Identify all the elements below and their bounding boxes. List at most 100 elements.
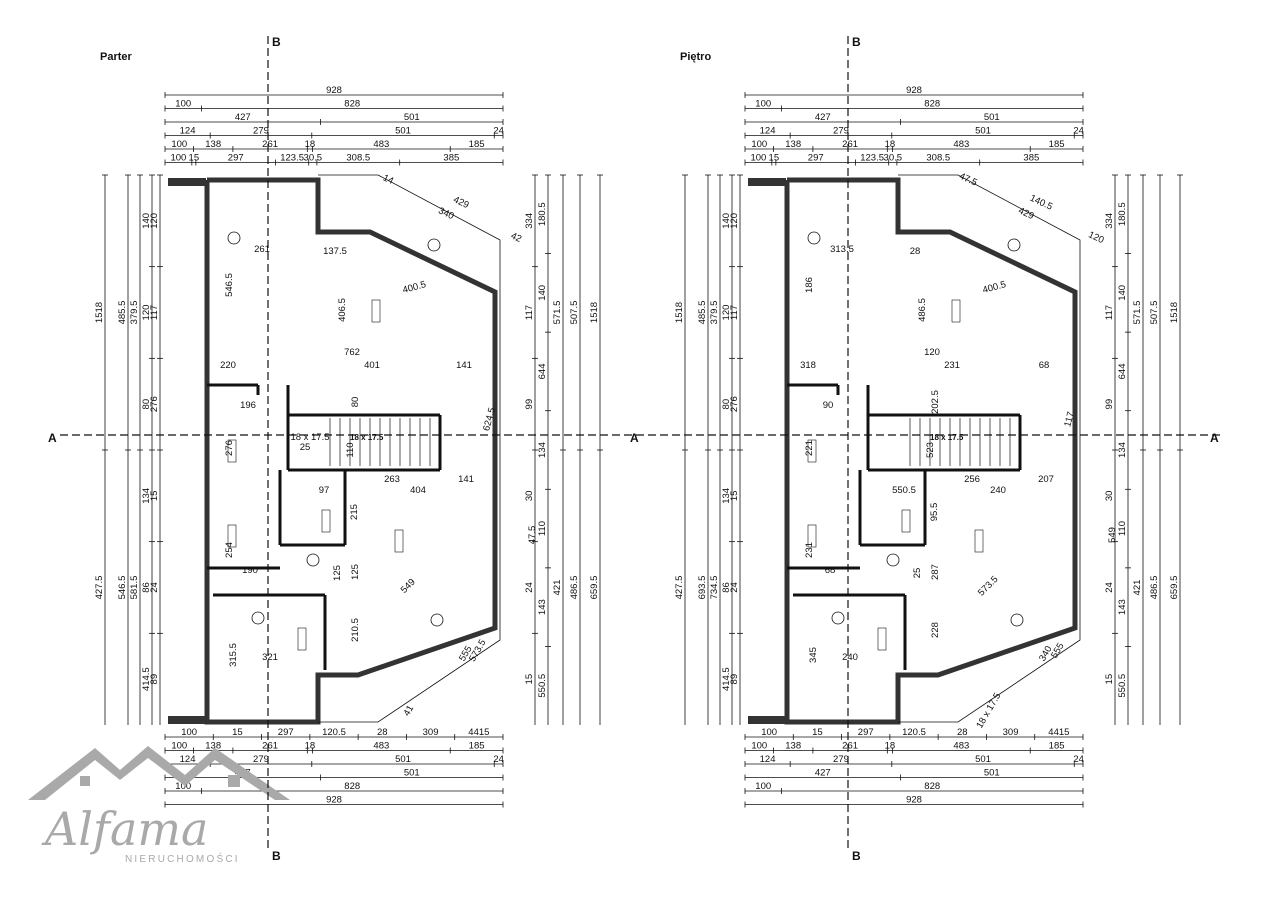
dimension-label: 427 [815,112,831,123]
dimension-label: 100 [751,139,767,150]
dimension-label: 659.5 [589,576,600,600]
plan-dimension-label: 215 [349,504,360,520]
plan-dimension-label: 287 [930,564,941,580]
exterior-wall [204,177,498,725]
section-label-a: A [1210,431,1219,445]
room-tag [807,524,817,548]
dimension-label: 100 [750,153,766,164]
dimension-label: 15 [189,153,200,164]
dimension-label: 828 [924,781,940,792]
plan-dimension-label: 47.5 [527,526,538,545]
dimension-label: 550.5 [537,674,548,698]
plan-dimension-label: 25 [912,568,923,579]
dimension-label: 734.5 [709,576,720,600]
room-tag [371,299,381,323]
dimension-label: 30.5 [884,153,903,164]
dimension-label: 928 [906,85,922,96]
plan-dimension-label: 231 [804,542,815,558]
marker-circle [427,238,441,252]
dimension-label: 100 [761,727,777,738]
dimension-label: 120.5 [322,727,346,738]
dimension-label: 501 [395,126,411,137]
dimension-label: 276 [149,396,160,412]
floor-title: Piętro [680,51,711,63]
dimension-label: 120 [149,213,160,229]
dimension-label: 644 [537,363,548,379]
plan-dimension-label: 240 [842,652,858,663]
dimension-label: 828 [344,99,360,110]
dimension-label: 427 [235,112,251,123]
dimension-label: 18 [305,741,316,752]
dimension-label: 180.5 [1117,202,1128,226]
plan-dimension-label: 404 [410,485,426,496]
dimension-label: 124 [180,126,196,137]
plan-dimension-label: 762 [344,347,360,358]
plan-dimension-label: 202.5 [930,390,941,414]
plan-dimension-label: 25 [300,442,311,453]
dimension-label: 501 [404,768,420,779]
dimension-label: 279 [253,754,269,765]
wall-stub [748,178,786,186]
dimension-label: 483 [953,139,969,150]
room-tag [877,627,887,651]
plan-dimension-label: 137.5 [323,246,347,257]
section-label-a: A [630,431,639,445]
plan-dimension-label: 549 [1107,527,1118,543]
plan-dimension-label: 261 [254,244,270,255]
logo-brand: Alfama [41,802,208,856]
dimension-label: 546.5 [117,576,128,600]
dimension-label: 483 [373,139,389,150]
dimension-label: 120.5 [902,727,926,738]
dimension-label: 507.5 [1149,301,1160,325]
dimension-label: 308.5 [926,153,950,164]
plan-dimension-label: 18 x 17.5 [974,691,1003,730]
logo-subtitle: NIERUCHOMOŚCI [125,852,240,865]
plan-dimension-label: 318 [800,360,816,371]
dimension-label: 334 [524,213,535,229]
dimension-label: 486.5 [1149,576,1160,600]
dimension-label: 140 [537,285,548,301]
dimension-label: 80 [721,399,732,410]
dimension-label: 143 [537,599,548,615]
dimension-label: 414.5 [721,667,732,691]
dimension-label: 140 [141,213,152,229]
logo: Alfama NIERUCHOMOŚCI [28,746,290,865]
marker-circle [831,611,845,625]
dimension-label: 138 [205,741,221,752]
room-tag [227,439,237,463]
room-tag [297,627,307,651]
plan-dimension-label: 555 [1049,641,1066,660]
dimension-label: 24 [729,582,740,593]
dimension-label: 485.5 [117,301,128,325]
plan-dimension-label: 221 [804,440,815,456]
plan-dimension-label: 120 [924,347,940,358]
plan-dimension-label: 313.5 [830,244,854,255]
dimension-label: 483 [373,741,389,752]
dimension-label: 279 [253,126,269,137]
plan-dimension-label: 406.5 [337,298,348,322]
dimension-label: 124 [760,126,776,137]
dimension-label: 143 [1117,599,1128,615]
dimension-label: 1518 [589,302,600,323]
dimension-label: 100 [175,781,191,792]
plan-dimension-label: 254 [224,542,235,558]
dimension-label: 100 [175,99,191,110]
dimension-label: 24 [1073,126,1084,137]
dimension-label: 100 [170,153,186,164]
dimension-label: 123.5 [280,153,304,164]
plan-dimension-label: 345 [808,647,819,663]
plan-dimension-label: 42 [509,231,523,245]
plan-dimension-label: 90 [823,400,834,411]
house-roof-icon [28,746,290,800]
dimension-label: 24 [1073,754,1084,765]
dimension-label: 117 [524,305,535,320]
plan-dimension-label: 41 [401,703,416,718]
dimension-label: 427.5 [94,576,105,600]
dimension-label: 379.5 [129,301,140,325]
dimension-label: 24 [1104,582,1115,593]
room-tag [901,509,911,533]
floor-title: Parter [100,51,133,63]
dimension-label: 100 [751,741,767,752]
plan-dimension-label: 550.5 [892,485,916,496]
dimension-label: 297 [808,153,824,164]
